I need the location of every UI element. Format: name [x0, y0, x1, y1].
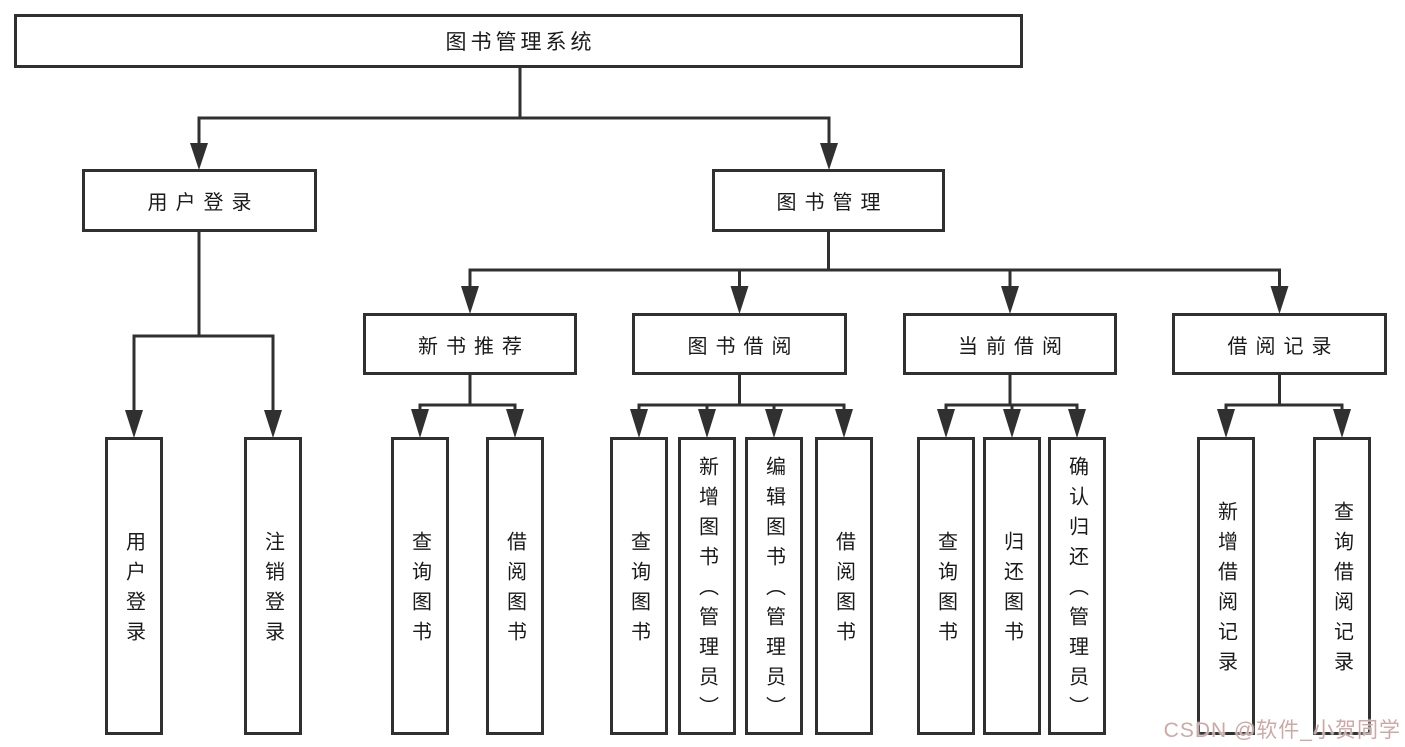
leaf-query-books: 查询图书: [917, 437, 975, 735]
leaf-confirm-return-admin: 确认归还（管理员）: [1048, 437, 1106, 735]
node-current-borrowing: 当前借阅: [903, 313, 1117, 375]
node-book-management: 图书管理: [712, 169, 945, 232]
leaf-user-login: 用户登录: [105, 437, 163, 735]
node-book-borrowing: 图书借阅: [632, 313, 847, 375]
leaf-query-books: 查询图书: [391, 437, 449, 735]
node-user-login: 用户登录: [82, 169, 317, 232]
watermark: CSDN @软件_小贺同学: [1163, 719, 1401, 742]
leaf-add-books-admin: 新增图书（管理员）: [678, 437, 736, 735]
leaf-add-borrow-record: 新增借阅记录: [1197, 437, 1255, 735]
leaf-borrow-books: 借阅图书: [486, 437, 544, 735]
leaf-logout: 注销登录: [244, 437, 302, 735]
node-library-management-system: 图书管理系统: [14, 14, 1023, 68]
leaf-return-books: 归还图书: [983, 437, 1041, 735]
leaf-query-borrow-record: 查询借阅记录: [1313, 437, 1371, 735]
node-borrowing-records: 借阅记录: [1172, 313, 1387, 375]
leaf-borrow-books: 借阅图书: [815, 437, 873, 735]
leaf-edit-books-admin: 编辑图书（管理员）: [745, 437, 803, 735]
leaf-query-books: 查询图书: [610, 437, 668, 735]
node-new-book-recommendation: 新书推荐: [363, 313, 577, 375]
